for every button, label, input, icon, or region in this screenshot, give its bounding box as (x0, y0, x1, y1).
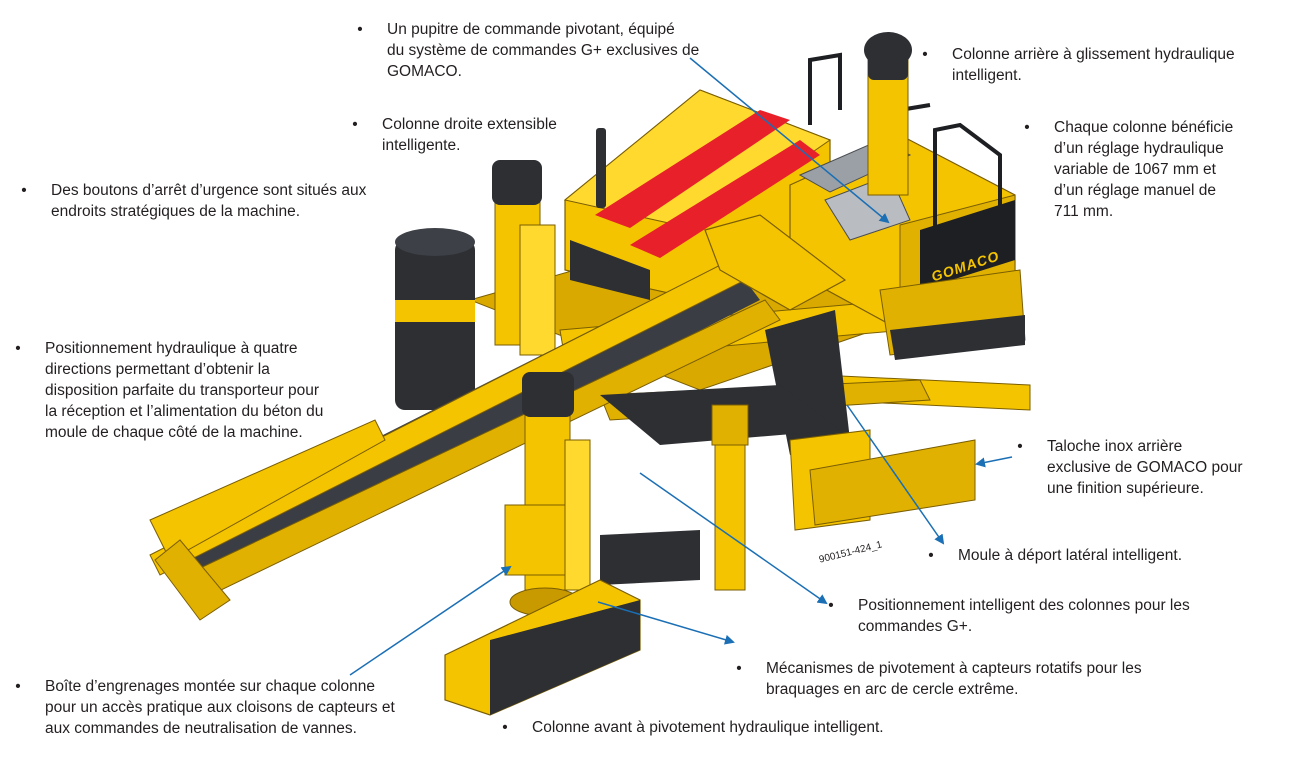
callout-text: Mécanismes de pivotement à capteurs rota… (766, 660, 1142, 698)
callout-text: Positionnement intelligent des colonnes … (858, 597, 1190, 635)
callout-colonne-arriere: • Colonne arrière à glissement hydrauliq… (920, 44, 1290, 86)
callout-pupitre: • Un pupitre de commande pivotant, équip… (355, 19, 735, 82)
callout-colonne-avant: • Colonne avant à pivotement hydraulique… (500, 717, 940, 738)
bullet: • (15, 678, 21, 695)
leader-moule (846, 404, 945, 545)
leader-boite-engrenages (349, 565, 512, 676)
callout-arret-urgence: • Des boutons d’arrêt d’urgence sont sit… (19, 180, 419, 222)
callout-positionnement-hydraulique: • Positionnement hydraulique à quatre di… (13, 338, 393, 443)
column-middle (711, 404, 749, 591)
rear-track (879, 269, 1026, 360)
leader-mecanismes (597, 601, 735, 645)
front-track (444, 579, 641, 716)
column-rear (864, 32, 912, 196)
callout-text: Un pupitre de commande pivotant, équipé … (387, 21, 700, 80)
callout-text: Colonne droite extensible intelligente. (382, 116, 557, 154)
callout-taloche: • Taloche inox arrière exclusive de GOMA… (1015, 436, 1285, 499)
bullet: • (21, 182, 27, 199)
callout-text: Taloche inox arrière exclusive de GOMACO… (1047, 438, 1243, 497)
callout-text: Colonne avant à pivotement hydraulique i… (532, 719, 884, 736)
callout-text: Moule à déport latéral intelligent. (958, 547, 1183, 564)
bullet: • (357, 21, 363, 38)
bullet: • (1017, 438, 1023, 455)
bullet: • (15, 340, 21, 357)
callout-positionnement-colonnes: • Positionnement intelligent des colonne… (826, 595, 1246, 637)
column-front (504, 372, 591, 617)
callout-mecanismes: • Mécanismes de pivotement à capteurs ro… (734, 658, 1194, 700)
callout-text: Boîte d’engrenages montée sur chaque col… (45, 678, 395, 737)
bullet: • (922, 46, 928, 63)
bullet: • (828, 597, 834, 614)
conveyor (149, 214, 850, 621)
callout-text: Positionnement hydraulique à quatre dire… (45, 340, 324, 441)
callout-boite-engrenages: • Boîte d’engrenages montée sur chaque c… (13, 676, 423, 739)
bullet: • (502, 719, 508, 736)
water-tank (395, 228, 475, 410)
leader-lines (349, 57, 1013, 676)
callout-reglage: • Chaque colonne bénéficie d’un réglage … (1022, 117, 1282, 222)
bullet: • (928, 547, 934, 564)
callout-colonne-droite: • Colonne droite extensible intelligente… (350, 114, 630, 156)
column-right (492, 160, 556, 356)
callout-text: Colonne arrière à glissement hydraulique… (952, 46, 1235, 84)
leader-positionnement-colonnes (639, 472, 828, 605)
bullet: • (736, 660, 742, 677)
callout-text: Chaque colonne bénéficie d’un réglage hy… (1054, 119, 1234, 220)
callout-moule: • Moule à déport latéral intelligent. (926, 545, 1246, 566)
bullet: • (352, 116, 358, 133)
callout-text: Des boutons d’arrêt d’urgence sont situé… (51, 182, 367, 220)
leader-taloche (975, 456, 1013, 468)
leader-pupitre (689, 57, 890, 224)
bullet: • (1024, 119, 1030, 136)
